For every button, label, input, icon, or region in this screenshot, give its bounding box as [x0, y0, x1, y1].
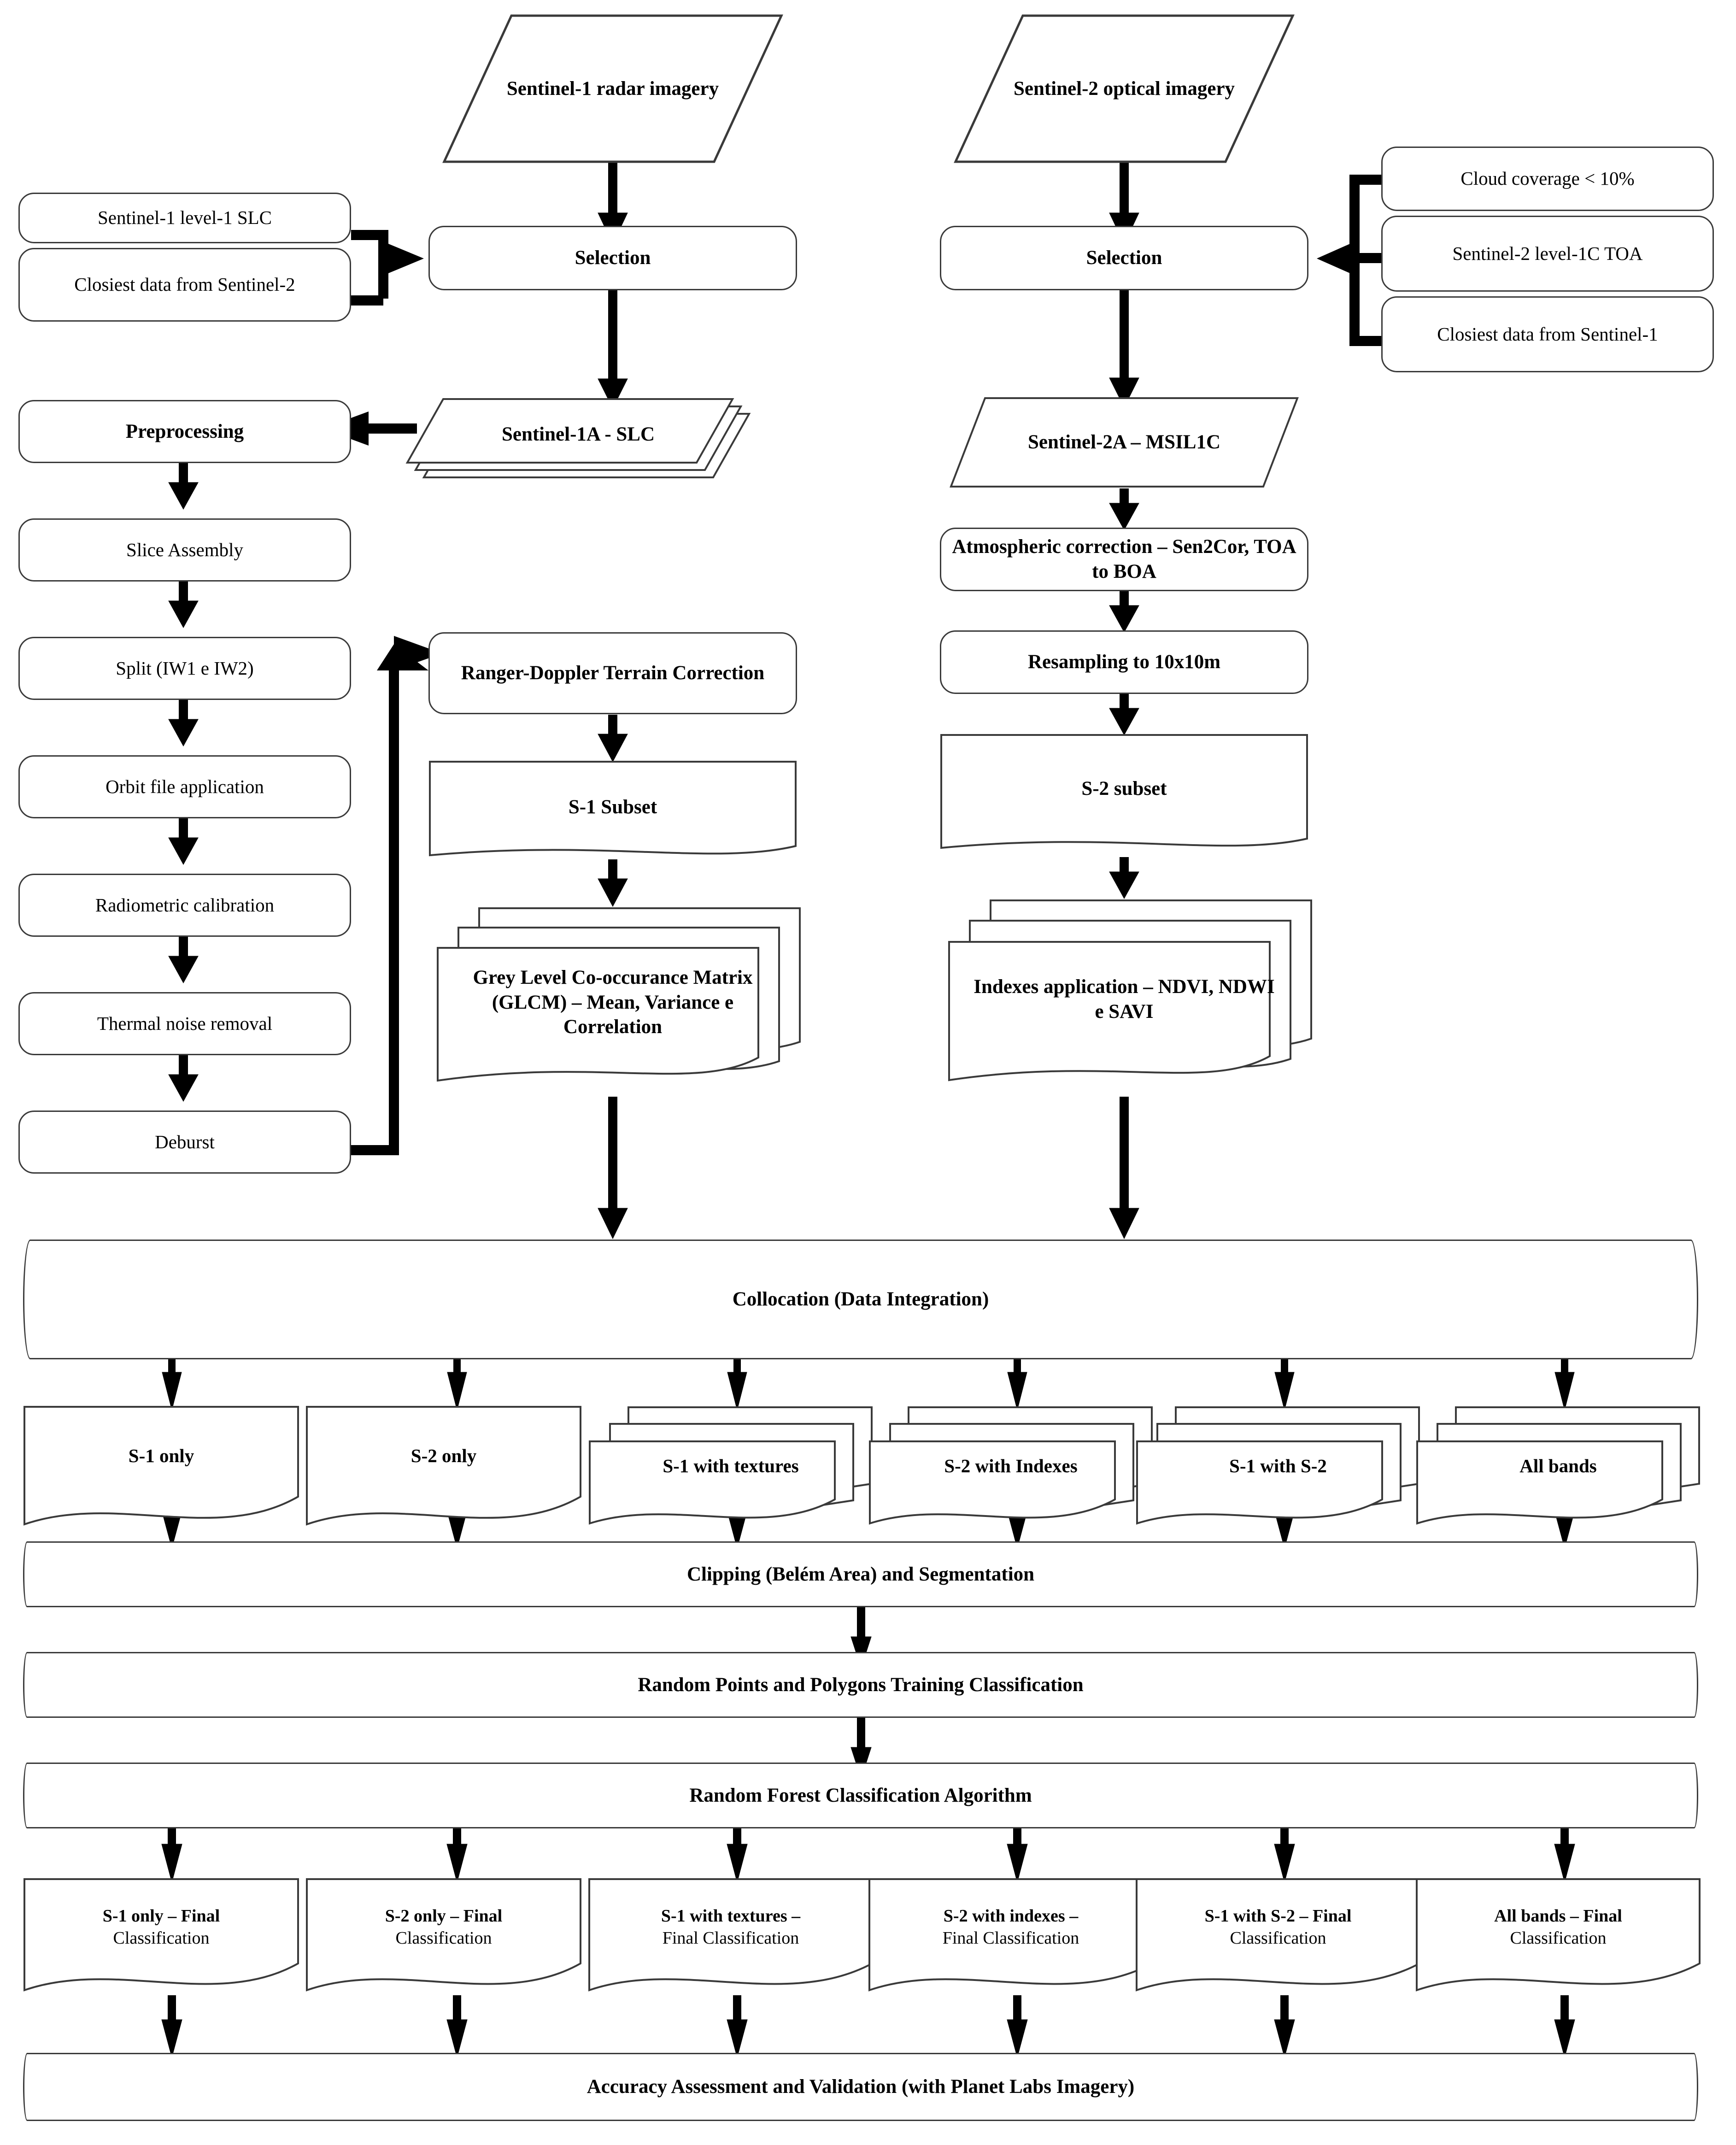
process-orbit-file-label: Orbit file application	[106, 776, 264, 797]
criteria-s1-level1-slc: Sentinel-1 level-1 SLC	[18, 193, 351, 243]
dataset-s1-with-textures-label: S-1 with textures	[663, 1455, 799, 1477]
data-s1-subset: S-1 Subset	[428, 760, 797, 864]
data-glcm-textures-label: Grey Level Co-occurance Matrix (GLCM) – …	[473, 966, 753, 1038]
criteria-s1-level1-slc-label: Sentinel-1 level-1 SLC	[97, 207, 272, 229]
process-radiometric-calibration: Radiometric calibration	[18, 874, 351, 937]
dataset-all-bands-label: All bands	[1519, 1455, 1597, 1477]
process-slice-assembly: Slice Assembly	[18, 518, 351, 582]
dataset-s1-with-s2: S-1 with S-2	[1135, 1405, 1421, 1530]
final-classification-s1-only-sub: Classification	[113, 1928, 210, 1948]
final-classification-s1-textures: S-1 with textures – Final Classification	[588, 1878, 874, 1995]
process-accuracy-assessment-label: Accuracy Assessment and Validation (with…	[586, 2076, 1135, 2098]
data-s2-subset: S-2 subset	[940, 734, 1308, 858]
dataset-s2-with-indexes-label: S-2 with Indexes	[944, 1455, 1078, 1477]
final-classification-all-bands-title: All bands – Final	[1494, 1906, 1622, 1926]
process-selection-s2: Selection	[940, 226, 1308, 290]
final-classification-s1-with-s2-sub: Classification	[1230, 1928, 1326, 1948]
process-clipping-segmentation: Clipping (Belém Area) and Segmentation	[23, 1541, 1698, 1607]
final-classification-s1-only: S-1 only – Final Classification	[23, 1878, 299, 1995]
process-resampling-label: Resampling to 10x10m	[1027, 651, 1221, 673]
final-classification-s2-only-title: S-2 only – Final	[385, 1906, 503, 1926]
process-random-forest-label: Random Forest Classification Algorithm	[689, 1784, 1032, 1806]
process-resampling: Resampling to 10x10m	[940, 630, 1308, 694]
final-classification-s2-only-sub: Classification	[395, 1928, 492, 1948]
process-split-iw: Split (IW1 e IW2)	[18, 637, 351, 700]
process-thermal-noise-removal: Thermal noise removal	[18, 992, 351, 1055]
process-selection-s1-label: Selection	[575, 247, 651, 269]
process-deburst: Deburst	[18, 1111, 351, 1174]
input-sentinel2-label: Sentinel-2 optical imagery	[1013, 77, 1235, 100]
dataset-s2-with-indexes: S-2 with Indexes	[868, 1405, 1154, 1530]
process-atmospheric-correction-label: Atmospheric correction – Sen2Cor, TOA to…	[952, 536, 1296, 582]
process-collocation-label: Collocation (Data Integration)	[732, 1288, 989, 1311]
dataset-all-bands: All bands	[1415, 1405, 1701, 1530]
final-classification-s1-only-title: S-1 only – Final	[102, 1906, 220, 1926]
final-classification-s2-indexes-title: S-2 with indexes –	[943, 1906, 1079, 1926]
criteria-s2-level1c-toa: Sentinel-2 level-1C TOA	[1381, 216, 1714, 292]
process-preprocessing: Preprocessing	[18, 400, 351, 463]
final-classification-s1-with-s2: S-1 with S-2 – Final Classification	[1135, 1878, 1421, 1995]
dataset-s1-with-textures: S-1 with textures	[588, 1405, 874, 1530]
criteria-cloud-coverage: Cloud coverage < 10%	[1381, 147, 1714, 211]
final-classification-s2-indexes-sub: Final Classification	[942, 1928, 1079, 1948]
process-split-iw-label: Split (IW1 e IW2)	[116, 657, 254, 679]
process-collocation: Collocation (Data Integration)	[23, 1240, 1698, 1359]
dataset-s2-only-label: S-2 only	[411, 1445, 477, 1467]
process-training-classification: Random Points and Polygons Training Clas…	[23, 1652, 1698, 1718]
product-sentinel1a-slc-label: Sentinel-1A - SLC	[501, 423, 655, 446]
data-s2-subset-label: S-2 subset	[1081, 778, 1167, 800]
process-terrain-correction-label: Ranger-Doppler Terrain Correction	[461, 662, 765, 684]
criteria-s1-closest-s2: Closiest data from Sentinel-2	[18, 248, 351, 322]
process-random-forest: Random Forest Classification Algorithm	[23, 1763, 1698, 1828]
data-glcm-textures: Grey Level Co-occurance Matrix (GLCM) – …	[424, 905, 802, 1097]
dataset-s1-only: S-1 only	[23, 1405, 299, 1530]
criteria-s2-closest-s1: Closiest data from Sentinel-1	[1381, 296, 1714, 372]
dataset-s1-with-s2-label: S-1 with S-2	[1229, 1455, 1327, 1477]
process-selection-s2-label: Selection	[1086, 247, 1162, 269]
product-sentinel2a-msil1c: Sentinel-2A – MSIL1C	[949, 396, 1299, 488]
process-selection-s1: Selection	[428, 226, 797, 290]
process-orbit-file: Orbit file application	[18, 755, 351, 818]
product-sentinel1a-slc: Sentinel-1A - SLC	[405, 396, 751, 488]
process-thermal-noise-removal-label: Thermal noise removal	[97, 1012, 273, 1034]
data-spectral-indexes: Indexes application – NDVI, NDWI e SAVI	[935, 898, 1313, 1097]
final-classification-s2-only: S-2 only – Final Classification	[305, 1878, 582, 1995]
product-sentinel2a-msil1c-label: Sentinel-2A – MSIL1C	[1027, 431, 1221, 453]
final-classification-all-bands: All bands – Final Classification	[1415, 1878, 1701, 1995]
process-clipping-segmentation-label: Clipping (Belém Area) and Segmentation	[686, 1563, 1035, 1585]
data-spectral-indexes-label: Indexes application – NDVI, NDWI e SAVI	[974, 976, 1275, 1023]
dataset-s1-only-label: S-1 only	[128, 1445, 194, 1467]
final-classification-s1-textures-sub: Final Classification	[662, 1928, 799, 1948]
criteria-s2-closest-s1-label: Closiest data from Sentinel-1	[1437, 323, 1658, 345]
process-training-classification-label: Random Points and Polygons Training Clas…	[638, 1674, 1084, 1696]
input-sentinel1-label: Sentinel-1 radar imagery	[506, 77, 719, 100]
final-classification-s1-textures-title: S-1 with textures –	[661, 1906, 801, 1926]
process-deburst-label: Deburst	[155, 1131, 215, 1152]
process-preprocessing-label: Preprocessing	[125, 420, 244, 442]
dataset-s2-only: S-2 only	[305, 1405, 582, 1530]
final-classification-all-bands-sub: Classification	[1510, 1928, 1607, 1948]
criteria-s1-closest-s2-label: Closiest data from Sentinel-2	[74, 274, 295, 295]
process-radiometric-calibration-label: Radiometric calibration	[95, 894, 275, 916]
process-atmospheric-correction: Atmospheric correction – Sen2Cor, TOA to…	[940, 528, 1308, 591]
input-sentinel1-imagery: Sentinel-1 radar imagery	[442, 14, 783, 164]
process-terrain-correction: Ranger-Doppler Terrain Correction	[428, 632, 797, 714]
final-classification-s1-with-s2-title: S-1 with S-2 – Final	[1204, 1906, 1352, 1926]
criteria-cloud-coverage-label: Cloud coverage < 10%	[1460, 168, 1635, 189]
criteria-s2-level1c-toa-label: Sentinel-2 level-1C TOA	[1452, 242, 1643, 264]
process-slice-assembly-label: Slice Assembly	[126, 539, 243, 560]
final-classification-s2-indexes: S-2 with indexes – Final Classification	[868, 1878, 1154, 1995]
process-accuracy-assessment: Accuracy Assessment and Validation (with…	[23, 2053, 1698, 2121]
data-s1-subset-label: S-1 Subset	[568, 796, 657, 818]
input-sentinel2-imagery: Sentinel-2 optical imagery	[954, 14, 1295, 164]
